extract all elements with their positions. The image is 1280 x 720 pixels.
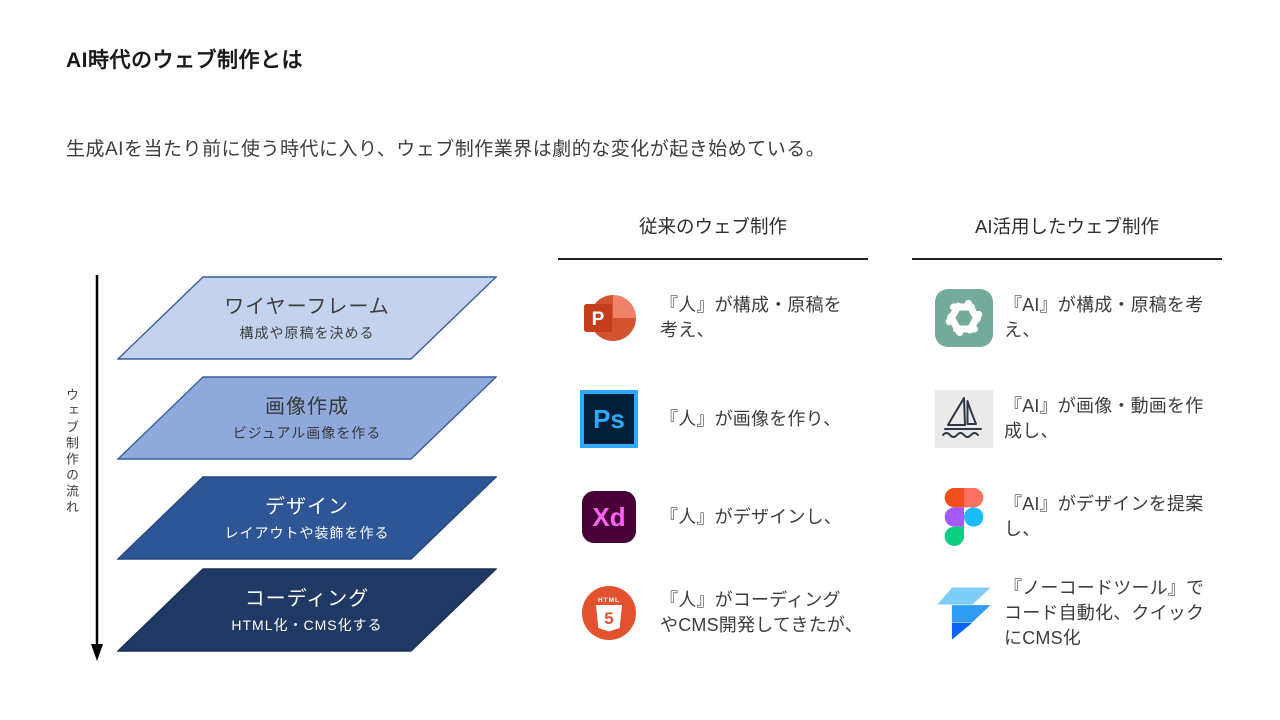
step-title: コーディング <box>245 587 370 610</box>
photoshop-icon: Ps <box>580 390 638 448</box>
row-text: 『人』がデザインし、 <box>660 506 842 527</box>
step-subtitle: 構成や原稿を決める <box>240 325 375 341</box>
step-subtitle: HTML化・CMS化する <box>231 617 382 633</box>
framer-icon <box>935 584 993 642</box>
header-underline <box>558 258 868 260</box>
flow-step-design: デザイン レイアウトや装飾を作る <box>117 476 497 560</box>
step-title: 画像作成 <box>265 395 349 418</box>
tool-row-framer: 『ノーコードツール』で コード自動化、クイック にCMS化 <box>935 578 1204 648</box>
row-text: 『人』がコーディング やCMS開発してきたが、 <box>660 590 863 635</box>
photoshop-label: Ps <box>593 404 625 434</box>
powerpoint-icon: P <box>580 289 638 347</box>
flow-steps: ワイヤーフレーム 構成や原稿を決める 画像作成 ビジュアル画像を作る デザイン … <box>117 276 497 652</box>
row-text: 『AI』が構成・原稿を考 え、 <box>1004 295 1204 340</box>
header-underline <box>912 258 1222 260</box>
midjourney-icon <box>935 390 993 448</box>
tool-row-adobe-xd: Xd 『人』がデザインし、 <box>580 488 842 546</box>
powerpoint-letter: P <box>592 309 605 330</box>
step-title: デザイン <box>265 495 349 518</box>
flow-step-image: 画像作成 ビジュアル画像を作る <box>117 376 497 460</box>
column-header-ai: AI活用したウェブ制作 <box>975 216 1159 237</box>
row-text: 『人』が画像を作り、 <box>660 408 842 429</box>
arrow-down-icon <box>88 272 106 669</box>
step-title: ワイヤーフレーム <box>224 296 390 318</box>
step-shape <box>117 276 497 360</box>
flow-step-wireframe: ワイヤーフレーム 構成や原稿を決める <box>117 276 497 360</box>
tool-row-powerpoint: P 『人』が構成・原稿を 考え、 <box>580 289 842 347</box>
step-subtitle: ビジュアル画像を作る <box>233 425 382 441</box>
page-title: AI時代のウェブ制作とは <box>66 49 303 72</box>
step-shape <box>117 376 497 460</box>
intro-text: 生成AIを当たり前に使う時代に入り、ウェブ制作業界は劇的な変化が起き始めている。 <box>66 139 826 160</box>
tool-row-chatgpt: 『AI』が構成・原稿を考 え、 <box>935 289 1203 347</box>
html5-icon: HTML 5 <box>580 584 638 642</box>
html5-digit: 5 <box>604 609 613 628</box>
step-shape <box>117 476 497 560</box>
step-shape <box>117 568 497 652</box>
adobe-xd-label: Xd <box>592 502 625 532</box>
column-header-traditional: 従来のウェブ制作 <box>638 216 787 237</box>
tool-row-photoshop: Ps 『人』が画像を作り、 <box>580 390 841 448</box>
figma-icon <box>935 488 993 546</box>
tool-row-html5: HTML 5 『人』がコーディング やCMS開発してきたが、 <box>580 584 863 642</box>
adobe-xd-icon: Xd <box>580 488 638 546</box>
tool-row-midjourney: 『AI』が画像・動画を作 成し、 <box>935 390 1203 448</box>
flow-axis-label: ウェブ制作の流れ <box>64 388 79 516</box>
row-text: 『人』が構成・原稿を 考え、 <box>660 295 842 340</box>
html5-word: HTML <box>598 597 620 604</box>
chatgpt-icon <box>935 289 993 347</box>
row-text: 『AI』がデザインを提案 し、 <box>1004 494 1204 539</box>
row-text: 『AI』が画像・動画を作 成し、 <box>1004 396 1204 441</box>
step-subtitle: レイアウトや装飾を作る <box>225 525 390 541</box>
flow-step-coding: コーディング HTML化・CMS化する <box>117 568 497 652</box>
tool-row-figma: 『AI』がデザインを提案 し、 <box>935 488 1203 546</box>
row-text: 『ノーコードツール』で コード自動化、クイック にCMS化 <box>1004 577 1205 648</box>
